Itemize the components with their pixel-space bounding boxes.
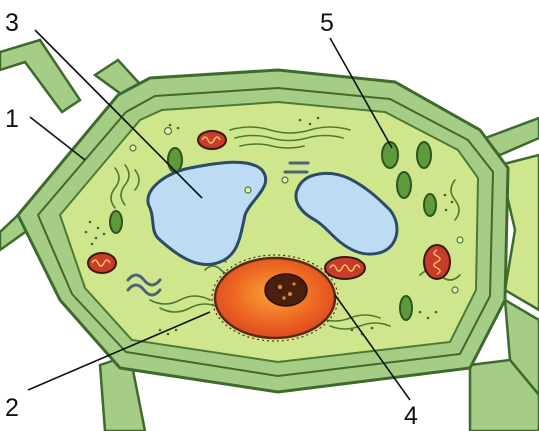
label-2: 2: [5, 394, 19, 422]
mitochondrion: [424, 245, 450, 279]
label-5: 5: [320, 9, 334, 37]
mitochondrion: [325, 257, 365, 279]
mitochondrion: [88, 253, 116, 273]
nucleolus: [265, 274, 307, 306]
label-1: 1: [5, 105, 19, 133]
mitochondrion: [198, 131, 226, 149]
leader-line-1: [30, 117, 85, 160]
label-3: 3: [5, 9, 19, 37]
label-4: 4: [404, 402, 418, 430]
